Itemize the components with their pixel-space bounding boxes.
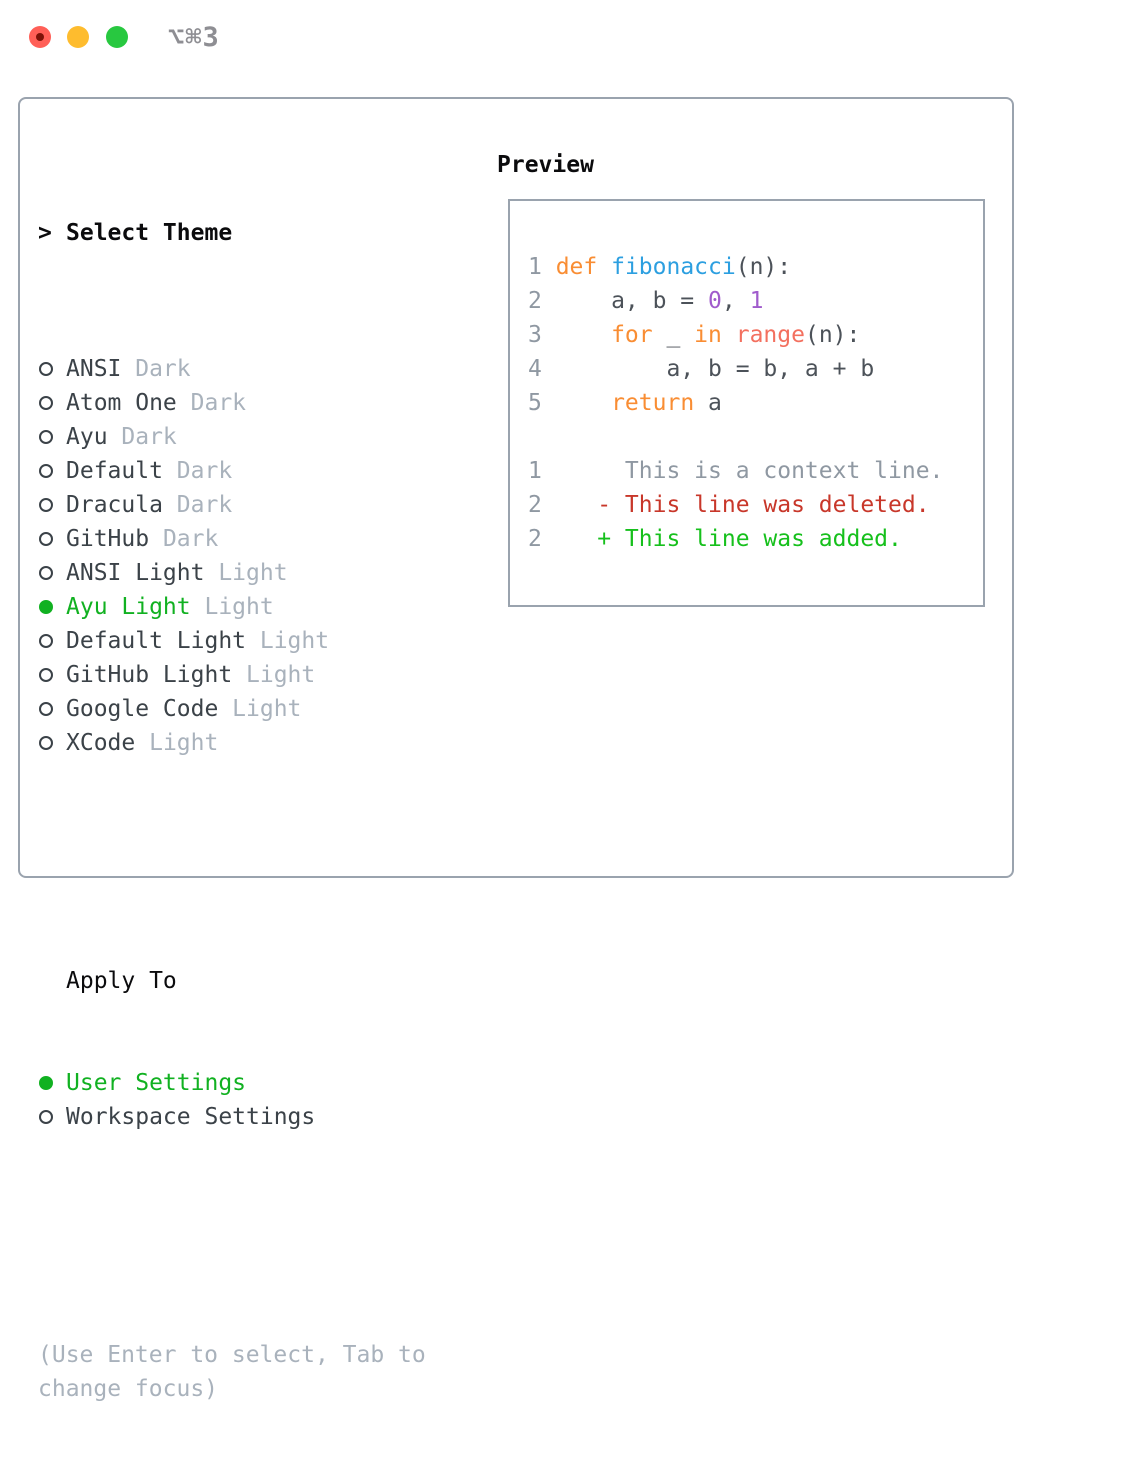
radio-unselected-icon — [38, 498, 66, 512]
apply-option-workspace-settings[interactable]: Workspace Settings — [38, 1100, 426, 1134]
radio-unselected-icon — [38, 396, 66, 410]
line-number: 1 — [528, 254, 542, 280]
theme-option-label: Dracula — [66, 492, 163, 518]
theme-option-dracula[interactable]: Dracula Dark — [38, 488, 426, 522]
radio-unselected-icon — [38, 1110, 66, 1124]
help-text: (Use Enter to select, Tab to change focus… — [38, 1338, 426, 1406]
select-theme-header: > Select Theme — [38, 216, 426, 250]
theme-option-github-light[interactable]: GitHub Light Light — [38, 658, 426, 692]
diff-added-line: 2 + This line was added. — [528, 522, 983, 556]
radio-unselected-icon — [38, 736, 66, 750]
line-number: 2 — [528, 526, 542, 552]
theme-option-atom-one[interactable]: Atom One Dark — [38, 386, 426, 420]
theme-option-ayu-light[interactable]: Ayu Light Light — [38, 590, 426, 624]
line-number: 2 — [528, 492, 542, 518]
theme-option-ayu[interactable]: Ayu Dark — [38, 420, 426, 454]
code-line: 2 a, b = 0, 1 — [528, 284, 983, 318]
theme-variant-tag: Dark — [176, 458, 233, 484]
theme-option-default[interactable]: Default Dark — [38, 454, 426, 488]
theme-variant-tag: Dark — [135, 356, 191, 382]
radio-unselected-icon — [38, 430, 66, 444]
radio-unselected-icon — [38, 668, 66, 682]
theme-option-label: Ayu Light — [66, 594, 191, 620]
theme-variant-tag: Dark — [121, 424, 177, 450]
line-number: 4 — [528, 356, 542, 382]
theme-option-label: ANSI Light — [66, 560, 205, 586]
apply-option-label: User Settings — [66, 1070, 247, 1096]
radio-unselected-icon — [38, 566, 66, 580]
line-number: 2 — [528, 288, 542, 314]
theme-option-label: Default — [66, 458, 163, 484]
apply-option-label: Workspace Settings — [66, 1104, 316, 1130]
theme-option-google-code[interactable]: Google Code Light — [38, 692, 426, 726]
theme-option-label: XCode — [66, 730, 136, 756]
preview-header: Preview — [497, 152, 594, 178]
theme-variant-tag: Light — [246, 662, 316, 688]
line-number: 5 — [528, 390, 542, 416]
theme-option-ansi[interactable]: ANSI Dark — [38, 352, 426, 386]
apply-to-header: Apply To — [66, 968, 177, 994]
theme-option-label: ANSI — [66, 356, 122, 382]
theme-variant-tag: Dark — [162, 526, 219, 552]
code-line: 5 return a — [528, 386, 983, 420]
radio-selected-icon — [38, 600, 66, 614]
radio-unselected-icon — [38, 532, 66, 546]
theme-variant-tag: Light — [218, 560, 288, 586]
theme-option-default-light[interactable]: Default Light Light — [38, 624, 426, 658]
line-number: 3 — [528, 322, 542, 348]
zoom-button[interactable] — [106, 26, 128, 48]
apply-option-user-settings[interactable]: User Settings — [38, 1066, 426, 1100]
radio-unselected-icon — [38, 362, 66, 376]
theme-variant-tag: Light — [232, 696, 302, 722]
theme-option-label: Ayu — [66, 424, 108, 450]
select-theme-label: Select Theme — [66, 220, 233, 246]
diff-context-line: 1 This is a context line. — [528, 454, 983, 488]
titlebar: ⌥⌘3 — [0, 0, 1140, 74]
theme-option-ansi-light[interactable]: ANSI Light Light — [38, 556, 426, 590]
help-text-line: change focus) — [38, 1376, 219, 1402]
minimize-button[interactable] — [67, 26, 89, 48]
radio-unselected-icon — [38, 464, 66, 478]
theme-option-label: Google Code — [66, 696, 219, 722]
theme-variant-tag: Light — [149, 730, 219, 756]
theme-option-label: GitHub — [66, 526, 150, 552]
line-number: 1 — [528, 458, 542, 484]
radio-unselected-icon — [38, 634, 66, 648]
theme-option-github[interactable]: GitHub Dark — [38, 522, 426, 556]
radio-selected-icon — [38, 1076, 66, 1090]
theme-variant-tag: Light — [259, 628, 330, 654]
blank-line — [528, 420, 983, 454]
close-button[interactable] — [29, 26, 51, 48]
theme-variant-tag: Dark — [176, 492, 233, 518]
help-text-line: (Use Enter to select, Tab to — [38, 1342, 426, 1368]
theme-option-xcode[interactable]: XCode Light — [38, 726, 426, 760]
theme-option-label: Atom One — [66, 390, 177, 416]
radio-unselected-icon — [38, 702, 66, 716]
code-line: 4 a, b = b, a + b — [528, 352, 983, 386]
diff-block: 1 This is a context line.2 - This line w… — [528, 454, 983, 556]
window-title-shortcut: ⌥⌘3 — [168, 22, 220, 53]
theme-option-label: GitHub Light — [66, 662, 233, 688]
theme-option-label: Default Light — [66, 628, 247, 654]
theme-variant-tag: Light — [204, 594, 274, 620]
theme-variant-tag: Dark — [190, 390, 247, 416]
cursor-arrow-icon: > — [38, 220, 52, 246]
diff-deleted-line: 2 - This line was deleted. — [528, 488, 983, 522]
code-line: 3 for _ in range(n): — [528, 318, 983, 352]
